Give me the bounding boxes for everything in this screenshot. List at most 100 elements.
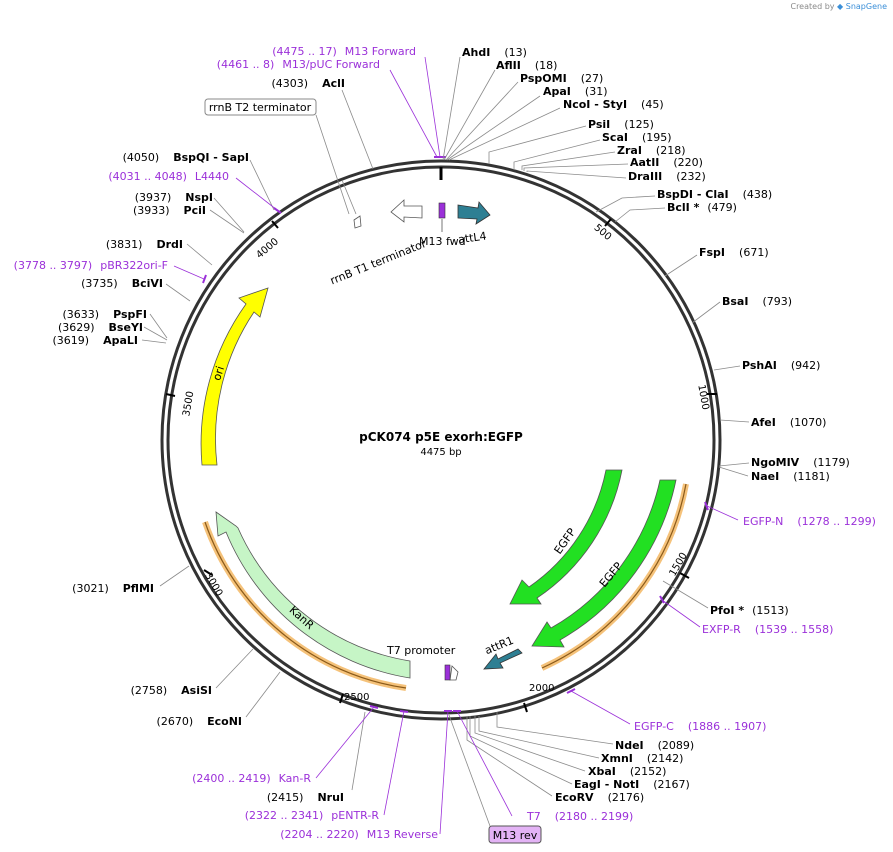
egfp-orf-line [541,483,687,669]
leader-bcli [614,207,666,223]
site-apai: ApaI(31) [543,85,608,98]
leader-pspomi [445,81,519,161]
kanr-orf-line [204,521,407,689]
primer-leader-kanr [315,706,375,779]
tick-label-2000: 2000 [529,683,554,694]
leader-scai [513,139,601,170]
leader-pspfi [149,313,168,339]
leader-sapi [249,159,275,211]
primer-leader-m13r [439,710,449,835]
t7-promoter-label: T7 promoter [386,644,456,657]
credit-text: Created by [790,2,835,11]
site-aflii: AflII(18) [496,59,557,72]
primer-pbr322ori-f: (3778 .. 3797)pBR322ori-F [14,259,168,272]
kanr-feature[interactable] [215,511,411,679]
site-xbai: XbaI(2152) [588,765,666,778]
leader-aatii [523,163,629,171]
leader-apai [446,95,541,161]
attl4-feature[interactable] [457,201,491,225]
tick-label-3500: 3500 [181,390,196,417]
primer-leader-m13f [424,56,441,158]
primer-leader-t7 [456,710,513,817]
sites-left: (2415)NruI (2670)EcoNI (2758)AsiSI (3021… [53,77,346,804]
site-econi: (2670)EcoNI [157,715,242,728]
m13-fwd-feature[interactable] [438,202,446,219]
leader-ecorv [466,716,553,797]
plasmid-length: 4475 bp [420,447,461,458]
tick-mark-3000 [203,569,213,576]
site-afei: AfeI(1070) [751,416,826,429]
site-pshai: PshAI(942) [742,359,820,372]
site-bcli: BclI *(479) [667,201,737,214]
site-drdi: (3831)DrdI [106,238,183,251]
leader-xmni [478,716,600,759]
primer-pentr-r: (2322 .. 2341)pENTR-R [245,809,380,822]
primer-egfp-n: EGFP-N(1278 .. 1299) [743,515,876,528]
site-psii: PsiI(125) [588,118,654,131]
leader-pshai [713,365,741,371]
site-acli: (4303)AclI [272,77,345,90]
leader-fspi [664,254,698,277]
snapgene-logo-icon: ◆ [837,2,844,11]
rrnb-t1-label: rrnB T1 terminator [328,237,428,288]
t7-promoter-feature[interactable] [449,665,459,681]
site-pspomi: PspOMI(27) [520,72,603,85]
primer-leader-egfpn [706,505,739,521]
attr1-feature[interactable] [483,648,523,670]
primer-leader-pbr [173,265,205,280]
primer-leader-exfpr [661,599,701,628]
site-fspi: FspI(671) [699,246,769,259]
site-draiii: DraIII(232) [628,170,706,183]
site-xmni: XmnI(2142) [601,752,683,765]
tick-label-1000: 1000 [695,384,710,411]
rrnb-t2-box[interactable] [204,98,317,116]
leader-pcii [209,209,245,234]
rrnb-t1-feature[interactable] [390,199,423,223]
egfp-feature-inner[interactable] [509,469,623,605]
leader-m13rev [448,714,491,827]
site-bseyi: (3629)BseYI [58,321,143,334]
primer-l4440: (4031 .. 4048)L4440 [108,170,229,183]
ori-feature[interactable] [200,287,269,466]
site-leaders [141,56,750,827]
leader-bseyi [143,326,168,341]
primer-m13-reverse: (2204 .. 2220)M13 Reverse [280,828,438,841]
leader-noti [469,716,573,785]
rrnb-t1-small [353,215,362,229]
site-asisi: (2758)AsiSI [131,684,212,697]
primer-leader-m13puc [389,69,438,158]
primer-mark-pbr [202,274,207,284]
leader-acli [341,89,374,170]
site-nspi: (3937)NspI [135,191,213,204]
leader-ncoi [448,107,561,161]
site-bspdi-clai: BspDI - ClaI(438) [657,188,772,201]
egfp-feature-outer[interactable] [531,479,677,648]
primer-leader-l4440 [235,177,278,211]
tick-mark-3500 [165,393,176,397]
m13-rev-feature[interactable] [444,664,451,681]
primer-kan-r: (2400 .. 2419)Kan-R [192,772,311,785]
leader-nrui [351,711,366,791]
site-apali: (3619)ApaLI [53,334,139,347]
primer-leaders [173,56,739,835]
leader-aflii [443,69,496,161]
site-ndei: NdeI(2089) [615,739,694,752]
backbone-outer [160,159,722,721]
leader-pflmi [159,565,190,587]
site-pflmi: (3021)PflMI [72,582,154,595]
site-bspqi-sapi: (4050)BspQI - SapI [123,151,249,164]
site-pspfi: (3633)PspFI [63,308,147,321]
site-nrui: (2415)NruI [267,791,344,804]
site-bcivi: (3735)BciVI [81,277,163,290]
leader-draiii [526,170,627,179]
site-pfoi: PfoI *(1513) [710,604,789,617]
site-ngomiv: NgoMIV(1179) [751,456,850,469]
leader-ndei [496,712,614,745]
ori-label: ori [210,365,227,383]
site-aatii: AatII(220) [630,156,703,169]
leader-asisi [215,648,254,689]
leader-drdi [186,243,213,266]
primer-labels: (4475 .. 17)M13 Forward (4461 .. 8)M13/p… [14,45,876,841]
m13-rev-box[interactable] [488,825,542,844]
tick-mark-1500 [679,572,690,579]
